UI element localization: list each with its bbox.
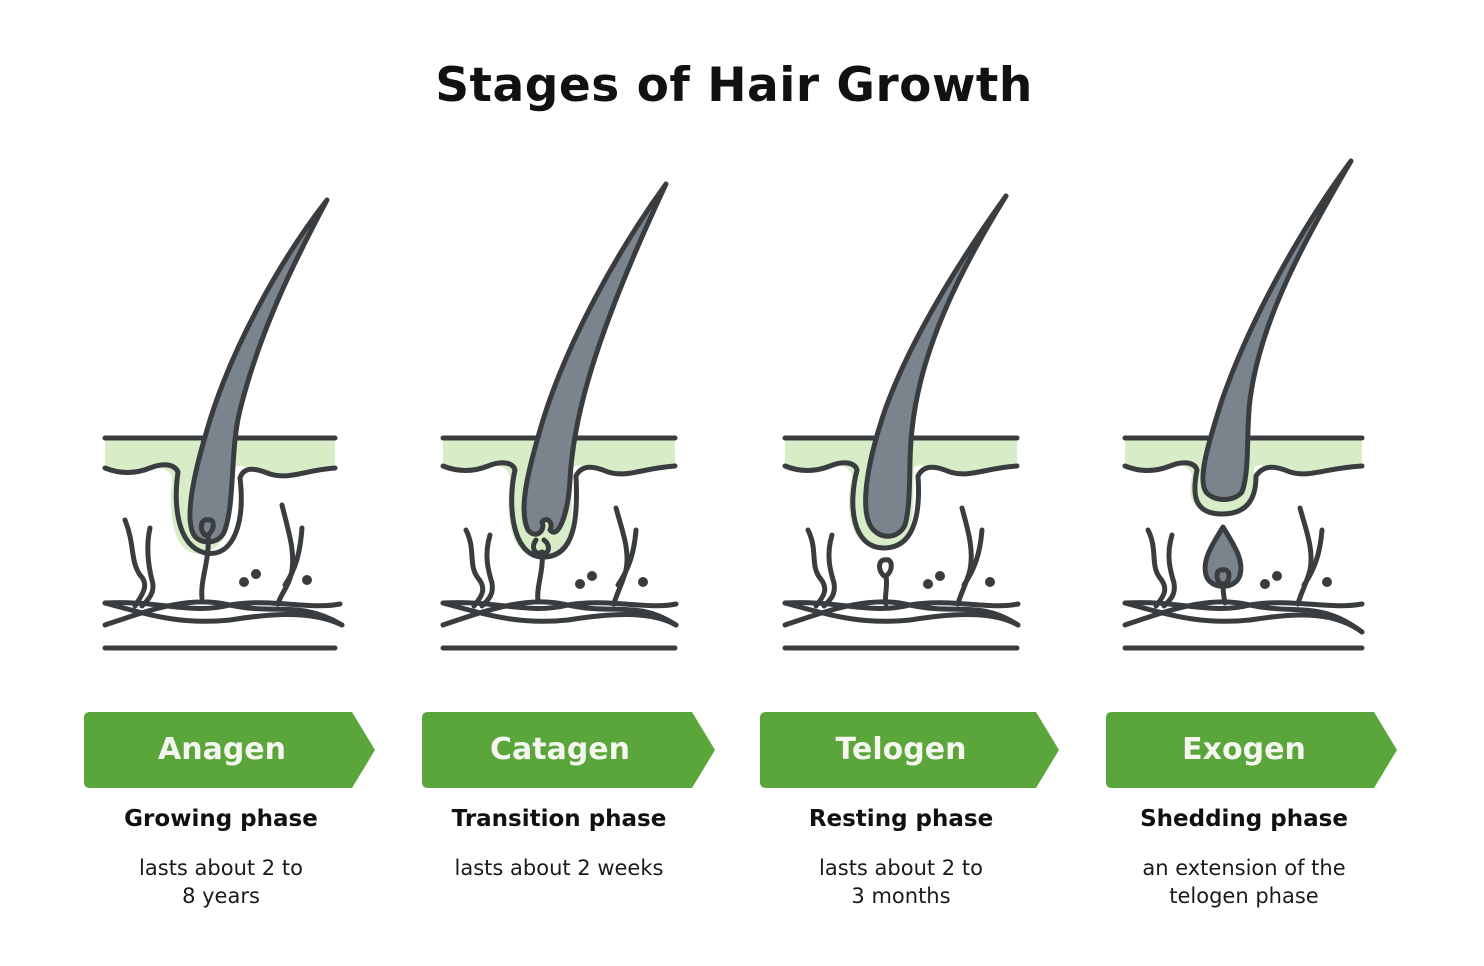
stage-anagen-description-line-1: lasts about 2 to xyxy=(139,856,303,880)
anagen-follicle-illustration xyxy=(102,197,345,651)
arrow-banner-shape xyxy=(760,712,1059,788)
catagen-follicle-illustration xyxy=(440,181,679,651)
stage-exogen-banner: Exogen xyxy=(1106,712,1398,788)
stage-anagen-banner: Anagen xyxy=(84,712,376,788)
stage-anagen-phase: Growing phase xyxy=(124,806,318,832)
stage-telogen-description-line-2: 3 months xyxy=(851,884,951,908)
stage-exogen-description-line-2: telogen phase xyxy=(1169,884,1319,908)
stage-telogen-description-line-1: lasts about 2 to xyxy=(819,856,983,880)
stage-catagen-description-line-1: lasts about 2 weeks xyxy=(454,856,664,880)
stage-catagen: Catagen Transition phase lasts about 2 w… xyxy=(418,0,718,966)
stage-telogen-phase: Resting phase xyxy=(808,806,994,832)
stage-telogen: Telogen Resting phase lasts about 2 to 3… xyxy=(760,0,1060,966)
stage-catagen-phase: Transition phase xyxy=(451,806,667,832)
stage-catagen-description: lasts about 2 weeks xyxy=(418,854,700,882)
stage-anagen-description: lasts about 2 to 8 years xyxy=(80,854,362,910)
arrow-banner-shape xyxy=(1106,712,1397,788)
stage-anagen: Anagen Growing phase lasts about 2 to 8 … xyxy=(80,0,380,966)
stage-catagen-banner: Catagen xyxy=(422,712,716,788)
stage-exogen-name: Exogen xyxy=(1182,732,1306,767)
telogen-follicle-illustration xyxy=(782,193,1021,651)
stage-exogen-phase: Shedding phase xyxy=(1140,806,1348,832)
stage-exogen: Exogen Shedding phase an extension of th… xyxy=(1100,0,1400,966)
stage-catagen-name: Catagen xyxy=(489,732,631,767)
stage-anagen-name: Anagen xyxy=(158,732,286,767)
stage-anagen-description-line-2: 8 years xyxy=(182,884,260,908)
diagram-title: Stages of Hair Growth xyxy=(435,58,1033,113)
stage-telogen-banner: Telogen xyxy=(760,712,1060,788)
stage-telogen-name: Telogen xyxy=(835,732,967,767)
arrow-banner-shape xyxy=(422,712,715,788)
arrow-banner-shape xyxy=(84,712,375,788)
exogen-follicle-illustration xyxy=(1122,158,1365,651)
stage-exogen-description-line-1: an extension of the xyxy=(1142,856,1346,880)
stage-telogen-description: lasts about 2 to 3 months xyxy=(760,854,1042,910)
stage-exogen-description: an extension of the telogen phase xyxy=(1100,854,1388,910)
